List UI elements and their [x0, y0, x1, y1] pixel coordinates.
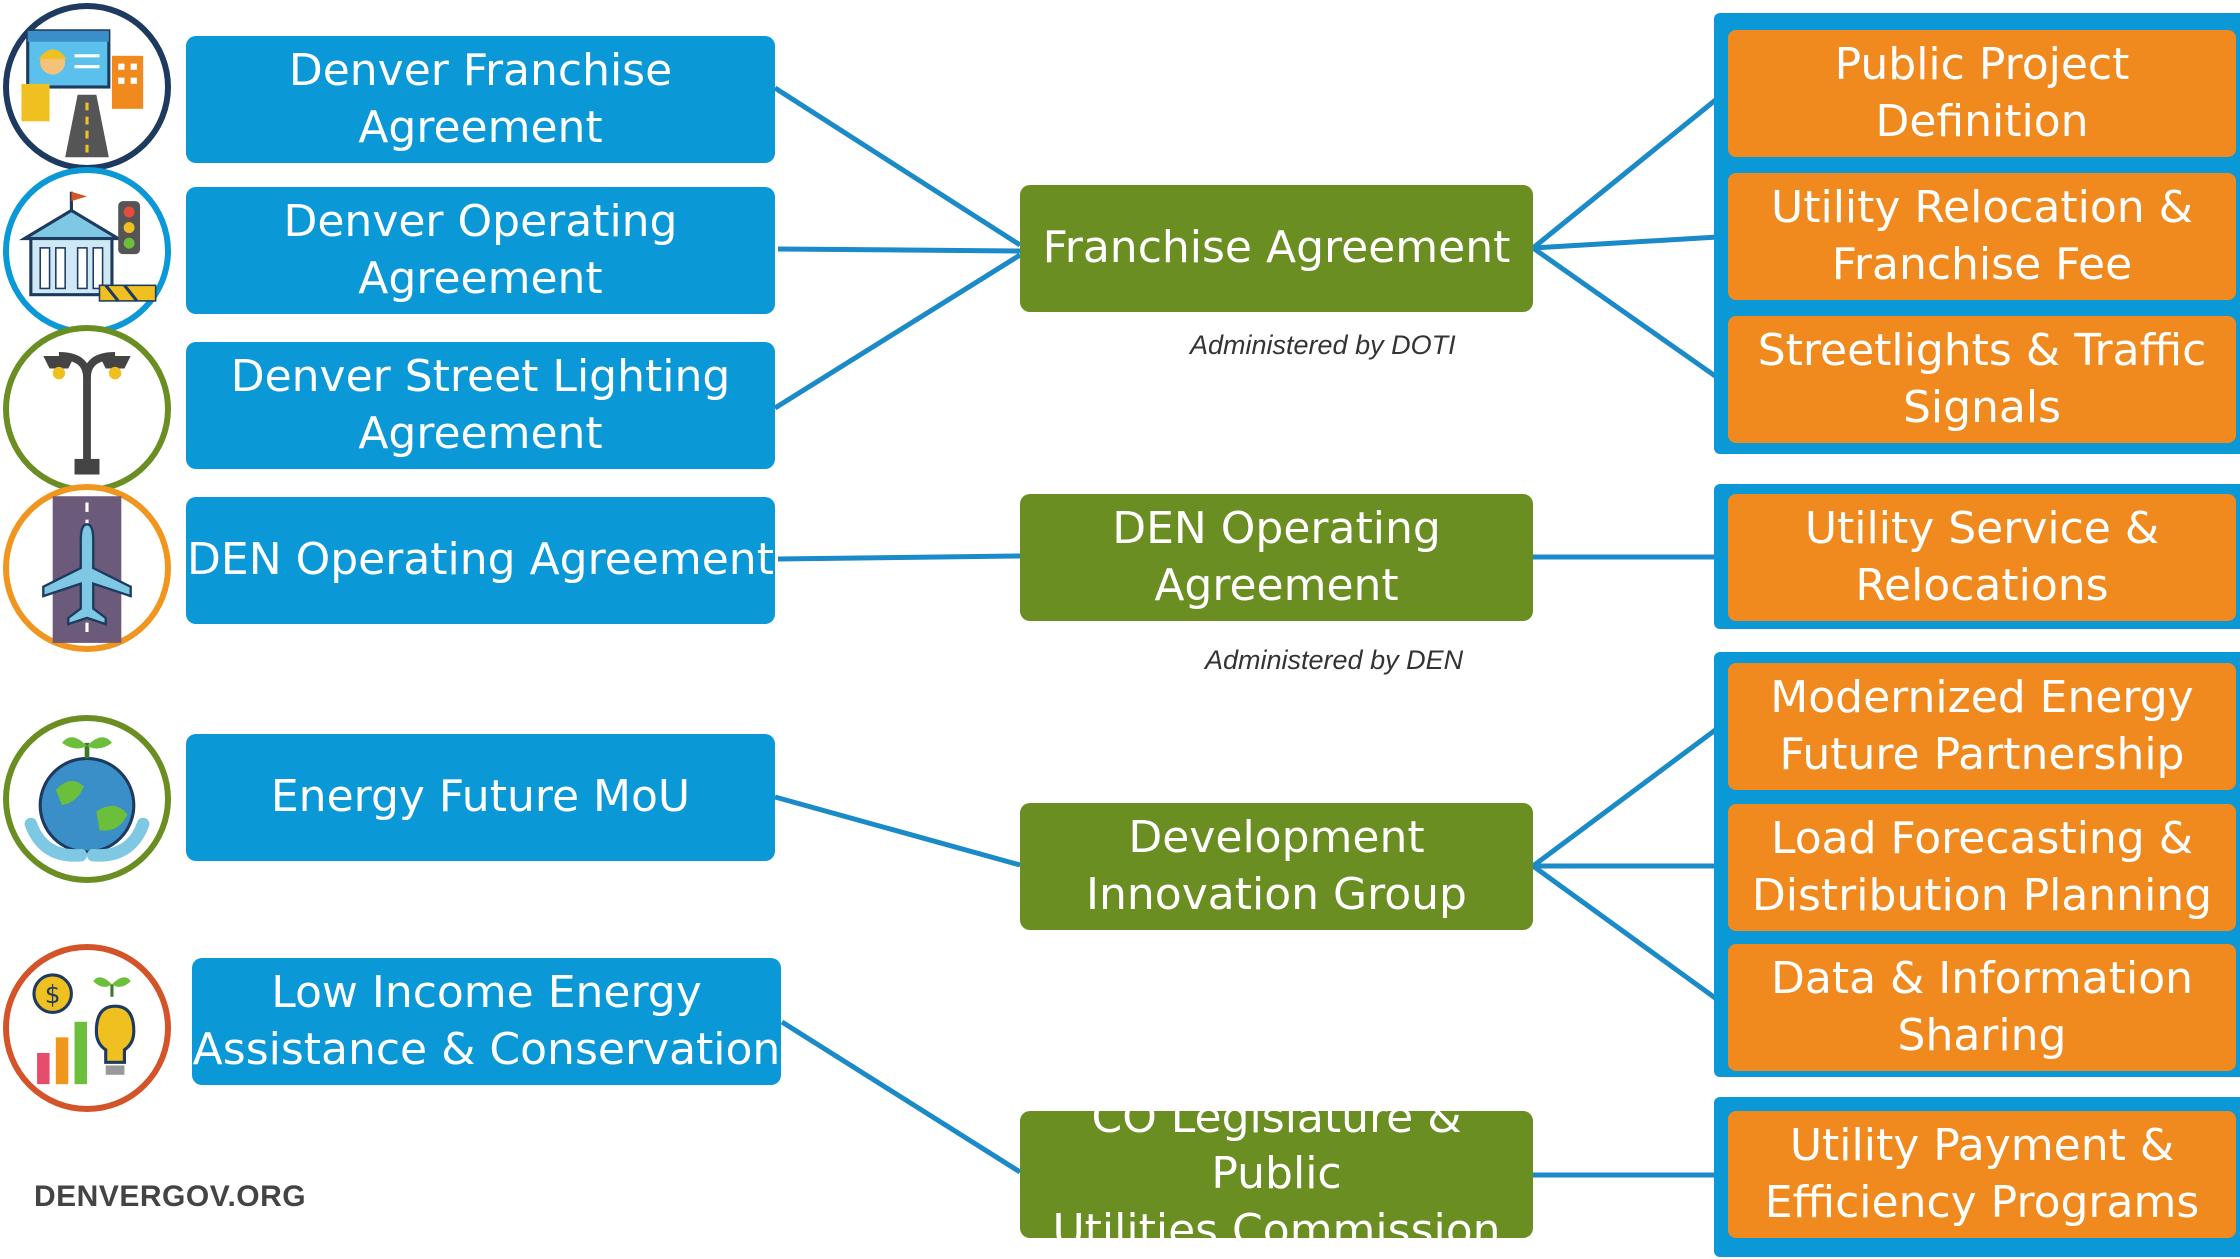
- middle-box-franchise-agreement: Franchise Agreement: [1020, 185, 1533, 312]
- connector-line: [1531, 245, 1720, 381]
- connector-line: [774, 794, 1021, 868]
- right-box-utility-service-relocations: Utility Service & Relocations: [1728, 494, 2236, 621]
- construction-worker-road-icon: [3, 3, 171, 171]
- middle-box-development-innovation-group: Development Innovation Group: [1020, 803, 1533, 930]
- left-box-low-income-energy-assistance: Low Income Energy Assistance & Conservat…: [192, 958, 781, 1085]
- connector-line: [780, 1019, 1022, 1175]
- right-box-streetlights-traffic-signals: Streetlights & Traffic Signals: [1728, 316, 2236, 443]
- connector-line: [1531, 863, 1720, 1003]
- earth-hands-sprout-icon: [3, 715, 171, 883]
- middle-box-den-operating-agreement: DEN Operating Agreement: [1020, 494, 1533, 621]
- left-box-energy-future-mou: Energy Future MoU: [186, 734, 775, 861]
- connector-line: [1531, 96, 1720, 250]
- administered-by-doti-note: Administered by DOTI: [1190, 330, 1456, 360]
- city-hall-traffic-light-icon: [3, 167, 171, 335]
- administered-by-den-note: Administered by DEN: [1205, 645, 1464, 675]
- connector-line: [1531, 725, 1720, 869]
- connector-line: [773, 85, 1022, 248]
- middle-box-co-legislature-puc: CO Legislature & Public Utilities Commis…: [1020, 1092, 1533, 1256]
- connector-line: [777, 246, 1021, 254]
- street-lamp-icon: [3, 325, 171, 493]
- right-box-data-information-sharing: Data & Information Sharing: [1728, 944, 2236, 1071]
- right-box-utility-payment-efficiency: Utility Payment & Efficiency Programs: [1728, 1111, 2236, 1238]
- left-box-denver-operating-agreement: Denver Operating Agreement: [186, 187, 775, 314]
- money-growth-bulb-icon: $: [3, 944, 171, 1112]
- connector-line: [773, 252, 1022, 411]
- left-box-denver-street-lighting-agreement: Denver Street Lighting Agreement: [186, 342, 775, 469]
- footer-denvergov: DENVERGOV.ORG: [34, 1180, 307, 1213]
- left-box-den-operating-agreement: DEN Operating Agreement: [186, 497, 775, 624]
- connector-line: [777, 553, 1021, 562]
- right-box-utility-relocation-franchise-fee: Utility Relocation & Franchise Fee: [1728, 173, 2236, 300]
- svg-text:$: $: [45, 980, 61, 1009]
- connector-line: [1532, 234, 1719, 251]
- right-box-public-project-definition: Public Project Definition: [1728, 30, 2236, 157]
- left-box-denver-franchise-agreement: Denver Franchise Agreement: [186, 36, 775, 163]
- right-box-load-forecasting-distribution-planning: Load Forecasting & Distribution Planning: [1728, 804, 2236, 931]
- airplane-runway-icon: [3, 484, 171, 652]
- right-box-modernized-energy-future-partnership: Modernized Energy Future Partnership: [1728, 663, 2236, 790]
